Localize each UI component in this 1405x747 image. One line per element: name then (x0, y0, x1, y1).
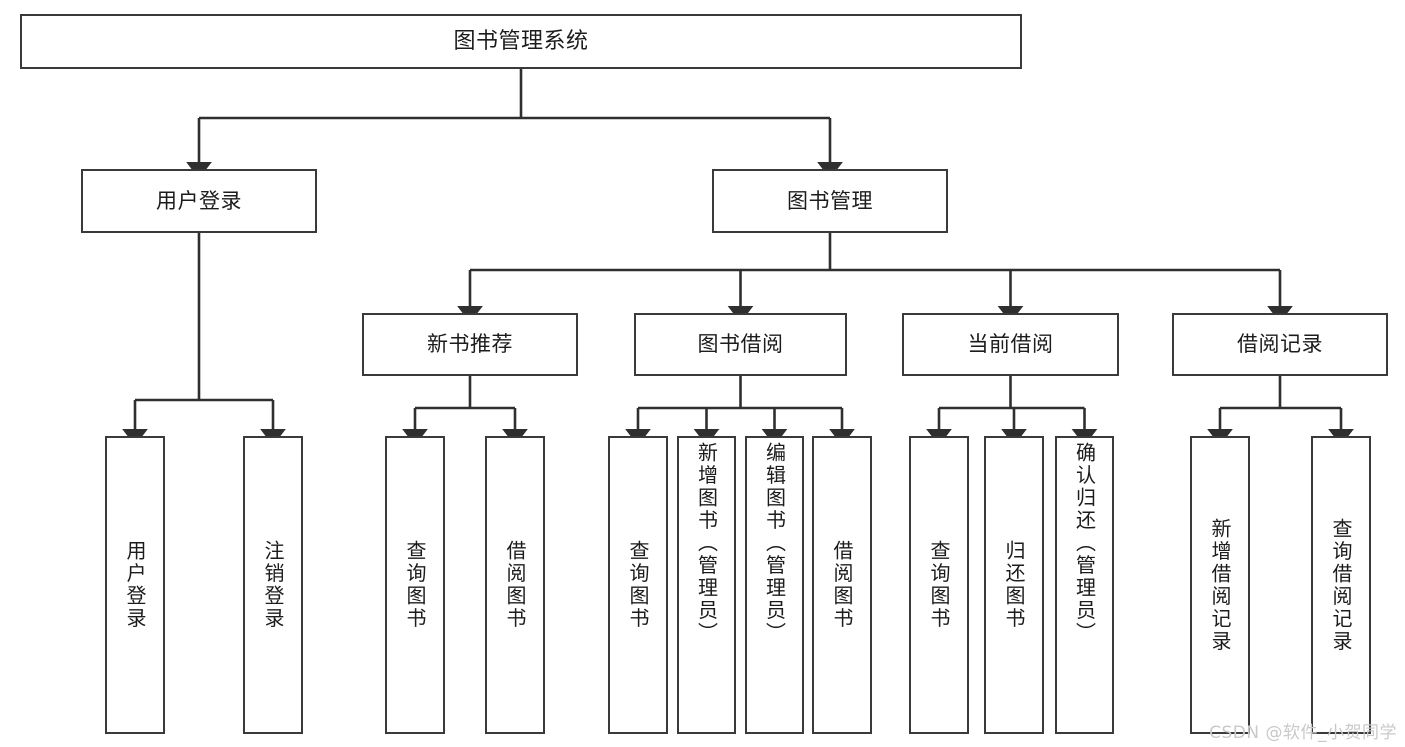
node-label: 图书借阅 (697, 332, 784, 357)
node-book-borrow[interactable]: 图书借阅 (634, 313, 847, 376)
node-leaf-confirm-return-admin[interactable]: 确认归还（管理员） (1055, 436, 1114, 734)
node-leaf-user-login[interactable]: 用户登录 (105, 436, 165, 734)
node-label: 借阅记录 (1237, 332, 1323, 357)
node-label: 用户登录 (123, 540, 147, 630)
node-label: 图书管理系统 (453, 28, 589, 54)
node-leaf-borrow-book-1[interactable]: 借阅图书 (485, 436, 545, 734)
node-label: 新增图书（管理员） (694, 442, 719, 645)
node-label: 注销登录 (261, 540, 285, 630)
node-new-book-recommend[interactable]: 新书推荐 (362, 313, 578, 376)
node-borrow-record[interactable]: 借阅记录 (1172, 313, 1388, 376)
node-leaf-query-borrow-record[interactable]: 查询借阅记录 (1311, 436, 1371, 734)
node-leaf-query-book-1[interactable]: 查询图书 (385, 436, 445, 734)
node-book-manage[interactable]: 图书管理 (712, 169, 948, 233)
node-label: 查询图书 (626, 540, 650, 630)
node-label: 新书推荐 (427, 332, 513, 357)
node-label: 当前借阅 (967, 332, 1054, 357)
node-leaf-borrow-book-2[interactable]: 借阅图书 (812, 436, 872, 734)
node-leaf-add-borrow-record[interactable]: 新增借阅记录 (1190, 436, 1250, 734)
node-leaf-logout-login[interactable]: 注销登录 (243, 436, 303, 734)
node-label: 查询借阅记录 (1329, 517, 1353, 653)
node-root-book-management-system[interactable]: 图书管理系统 (20, 14, 1022, 69)
node-label: 查询图书 (403, 540, 427, 630)
node-leaf-add-book-admin[interactable]: 新增图书（管理员） (677, 436, 736, 734)
node-label: 图书管理 (787, 188, 873, 213)
node-label: 借阅图书 (503, 540, 527, 630)
node-label: 编辑图书（管理员） (762, 442, 787, 645)
node-leaf-query-book-3[interactable]: 查询图书 (909, 436, 969, 734)
node-current-borrow[interactable]: 当前借阅 (902, 313, 1119, 376)
node-leaf-return-book[interactable]: 归还图书 (984, 436, 1044, 734)
node-leaf-query-book-2[interactable]: 查询图书 (608, 436, 668, 734)
node-label: 用户登录 (156, 188, 242, 213)
node-label: 借阅图书 (830, 540, 854, 630)
node-label: 归还图书 (1002, 540, 1026, 630)
node-label: 确认归还（管理员） (1072, 442, 1097, 645)
node-leaf-edit-book-admin[interactable]: 编辑图书（管理员） (745, 436, 804, 734)
node-label: 新增借阅记录 (1208, 517, 1232, 653)
node-label: 查询图书 (927, 540, 951, 630)
node-user-login[interactable]: 用户登录 (81, 169, 317, 233)
